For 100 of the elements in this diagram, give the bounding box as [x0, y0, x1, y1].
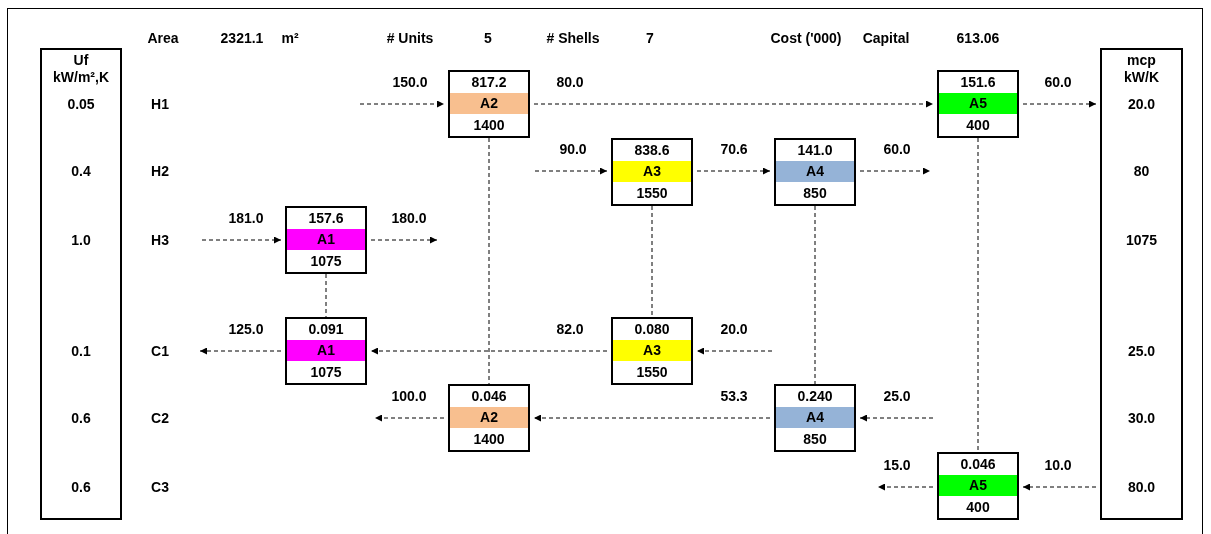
exchanger-box [774, 138, 856, 206]
stream-arrow [533, 414, 771, 422]
column-value: 30.0 [1127, 410, 1156, 426]
exchanger-name: A4 [776, 161, 854, 183]
stream-arrow [370, 236, 438, 244]
column-header: mcp kW/K [1123, 52, 1160, 86]
exchanger-box [448, 384, 530, 452]
column-value: 0.4 [71, 163, 91, 179]
data-column-box [40, 48, 122, 520]
exchanger-duty: 141.0 [796, 141, 834, 160]
column-value: 0.1 [71, 343, 91, 359]
exchanger-duty: 151.6 [959, 73, 997, 92]
exchanger-box [611, 317, 693, 385]
exchanger-box [611, 138, 693, 206]
column-value: 0.6 [71, 479, 91, 495]
match-line [977, 137, 979, 453]
exchanger-name: A3 [613, 340, 691, 362]
temperature-label: 90.0 [559, 141, 587, 157]
summary-text: 5 [484, 30, 492, 46]
exchanger-area: 1550 [613, 182, 691, 204]
stream-arrow [696, 347, 773, 355]
stream-name: C3 [151, 479, 169, 495]
exchanger-box [285, 317, 367, 385]
temperature-label: 60.0 [1044, 74, 1072, 90]
exchanger-duty: 0.046 [959, 455, 997, 474]
exchanger-duty: 0.080 [633, 320, 671, 339]
exchanger-name: A3 [613, 161, 691, 183]
exchanger-area: 400 [939, 496, 1017, 518]
stream-arrow [859, 414, 934, 422]
stream-arrow [1022, 100, 1097, 108]
exchanger-area: 1075 [287, 250, 365, 272]
exchanger-duty: 817.2 [470, 73, 508, 92]
exchanger-name: A2 [450, 407, 528, 429]
exchanger-area: 850 [776, 182, 854, 204]
exchanger-duty: 838.6 [633, 141, 671, 160]
exchanger-box [937, 452, 1019, 520]
summary-text: Area [147, 30, 179, 46]
exchanger-area: 1550 [613, 361, 691, 383]
temperature-label: 80.0 [556, 74, 584, 90]
temperature-label: 181.0 [228, 210, 264, 226]
summary-text: 613.06 [956, 30, 1000, 46]
exchanger-name: A1 [287, 340, 365, 362]
summary-text: m² [281, 30, 299, 46]
stream-arrow [201, 236, 282, 244]
column-value: 1075 [1125, 232, 1158, 248]
exchanger-duty: 0.046 [470, 387, 508, 406]
exchanger-area: 850 [776, 428, 854, 450]
exchanger-box [285, 206, 367, 274]
stream-name: H1 [151, 96, 169, 112]
column-value: 0.05 [67, 96, 95, 112]
match-line [651, 205, 653, 318]
exchanger-area: 1400 [450, 428, 528, 450]
column-value: 1.0 [71, 232, 91, 248]
column-value: 25.0 [1127, 343, 1156, 359]
column-value: 80 [1133, 163, 1150, 179]
stream-arrow [199, 347, 282, 355]
exchanger-duty: 0.091 [307, 320, 345, 339]
summary-text: # Units [386, 30, 434, 46]
stream-name: C1 [151, 343, 169, 359]
temperature-label: 10.0 [1044, 457, 1072, 473]
exchanger-name: A2 [450, 93, 528, 115]
temperature-label: 82.0 [556, 321, 584, 337]
temperature-label: 180.0 [391, 210, 427, 226]
stream-arrow [374, 414, 445, 422]
column-value: 0.6 [71, 410, 91, 426]
stream-arrow [859, 167, 931, 175]
data-column-box [1100, 48, 1183, 520]
summary-text: Cost ('000) [770, 30, 842, 46]
stream-name: H2 [151, 163, 169, 179]
summary-text: # Shells [546, 30, 600, 46]
match-line [814, 205, 816, 385]
column-value: 20.0 [1127, 96, 1156, 112]
stream-arrow [696, 167, 771, 175]
column-value: 80.0 [1127, 479, 1156, 495]
temperature-label: 25.0 [883, 388, 911, 404]
column-header: Uf kW/m²,K [52, 52, 110, 86]
match-line [488, 137, 490, 385]
temperature-label: 15.0 [883, 457, 911, 473]
exchanger-name: A4 [776, 407, 854, 429]
temperature-label: 125.0 [228, 321, 264, 337]
stream-arrow [877, 483, 934, 491]
stream-name: H3 [151, 232, 169, 248]
temperature-label: 60.0 [883, 141, 911, 157]
temperature-label: 150.0 [392, 74, 428, 90]
exchanger-area: 400 [939, 114, 1017, 136]
exchanger-name: A5 [939, 475, 1017, 497]
stream-name: C2 [151, 410, 169, 426]
temperature-label: 53.3 [720, 388, 748, 404]
temperature-label: 70.6 [720, 141, 748, 157]
exchanger-area: 1075 [287, 361, 365, 383]
exchanger-duty: 157.6 [307, 209, 345, 228]
temperature-label: 100.0 [391, 388, 427, 404]
exchanger-duty: 0.240 [796, 387, 834, 406]
summary-text: 2321.1 [220, 30, 264, 46]
temperature-label: 20.0 [720, 321, 748, 337]
summary-text: Capital [862, 30, 910, 46]
exchanger-area: 1400 [450, 114, 528, 136]
stream-arrow [359, 100, 445, 108]
exchanger-box [774, 384, 856, 452]
match-line [325, 273, 327, 318]
